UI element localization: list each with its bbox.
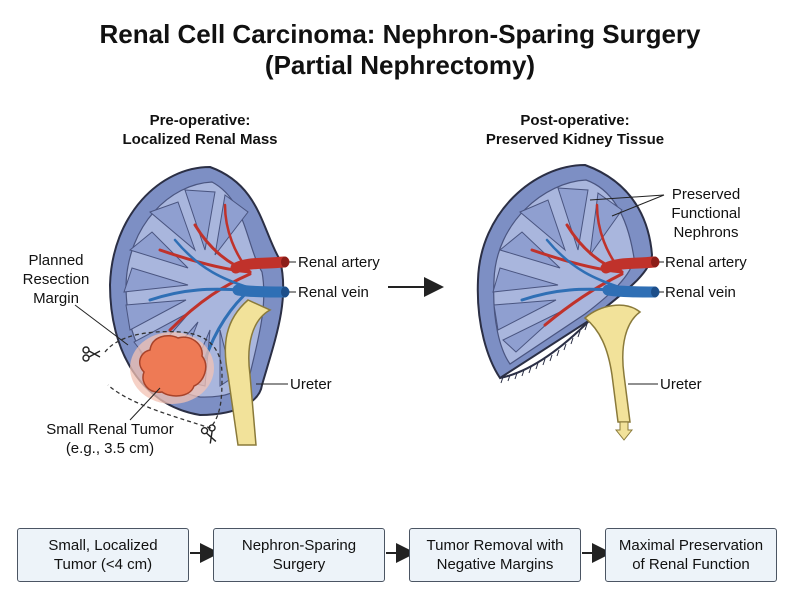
flow-step-4-line-1: Maximal Preservation [618, 537, 764, 554]
margin-label-line-1: Planned [28, 252, 83, 269]
pre-ureter-label: Ureter [290, 376, 332, 393]
flow-step-3-line-1: Tumor Removal with [426, 537, 564, 554]
nephrons-label-line-3: Nephrons [673, 224, 738, 241]
post-renal-vein [602, 284, 660, 298]
flow-step-3: Tumor Removal with Negative Margins [409, 528, 581, 582]
post-vein-label: Renal vein [665, 284, 736, 301]
leader-nephrons-1 [589, 194, 665, 201]
scissors-icon [82, 346, 101, 362]
leader-nephrons-2 [611, 194, 665, 217]
post-ureter-arrow [614, 421, 634, 441]
post-ureter [583, 304, 642, 423]
pre-kidney: Planned Resection Margin Renal artery Re… [23, 165, 380, 457]
nephrons-label-line-2: Functional [671, 205, 740, 222]
flow-step-2: Nephron-Sparing Surgery [213, 528, 385, 582]
post-vein-end [651, 286, 659, 298]
scissors-icon [200, 424, 217, 444]
post-operative-heading: Post-operative: Preserved Kidney Tissue [425, 111, 725, 149]
pre-renal-vein [232, 284, 290, 298]
margin-label-line-2: Resection [23, 271, 90, 288]
pre-renal-artery [230, 256, 290, 274]
pre-artery-label: Renal artery [298, 254, 380, 271]
flow-step-4-line-2: of Renal Function [632, 556, 750, 573]
post-renal-artery [600, 256, 660, 274]
flow-step-4: Maximal Preservation of Renal Function [605, 528, 777, 582]
pre-heading-line-2: Localized Renal Mass [122, 131, 278, 148]
post-artery-end [651, 256, 659, 268]
flow-step-1-line-2: Tumor (<4 cm) [53, 556, 153, 573]
pre-operative-heading: Pre-operative: Localized Renal Mass [50, 111, 350, 149]
title-line-2: (Partial Nephrectomy) [264, 50, 536, 80]
pre-vein-end [281, 286, 289, 298]
post-ureter-label: Ureter [660, 376, 702, 393]
leader-margin [74, 304, 129, 346]
post-suture-ticks [500, 323, 588, 384]
flow-step-1: Small, Localized Tumor (<4 cm) [17, 528, 189, 582]
flow-step-2-line-1: Nephron-Sparing [241, 537, 357, 554]
tumor-label-line-2: (e.g., 3.5 cm) [66, 440, 154, 457]
resection-margin-line [104, 330, 223, 429]
post-heading-line-1: Post-operative: [520, 112, 630, 129]
post-artery-label: Renal artery [665, 254, 747, 271]
margin-label-line-3: Margin [33, 290, 79, 307]
leader-tumor [129, 387, 161, 421]
post-kidney: Preserved Functional Nephrons Renal arte… [476, 163, 747, 441]
flow-step-3-line-2: Negative Margins [436, 556, 554, 573]
small-renal-tumor [139, 335, 207, 397]
title-line-1: Renal Cell Carcinoma: Nephron-Sparing Su… [99, 19, 701, 49]
pre-heading-line-1: Pre-operative: [149, 112, 251, 129]
flow-step-2-line-2: Surgery [272, 556, 326, 573]
page-title: Renal Cell Carcinoma: Nephron-Sparing Su… [0, 19, 800, 81]
pre-artery-end [281, 256, 289, 268]
post-heading-line-2: Preserved Kidney Tissue [485, 131, 665, 148]
tumor-label-line-1: Small Renal Tumor [46, 421, 174, 438]
pre-vein-label: Renal vein [298, 284, 369, 301]
nephrons-label-line-1: Preserved [672, 186, 740, 203]
pre-ureter [224, 299, 272, 446]
flow-step-1-line-1: Small, Localized [48, 537, 158, 554]
